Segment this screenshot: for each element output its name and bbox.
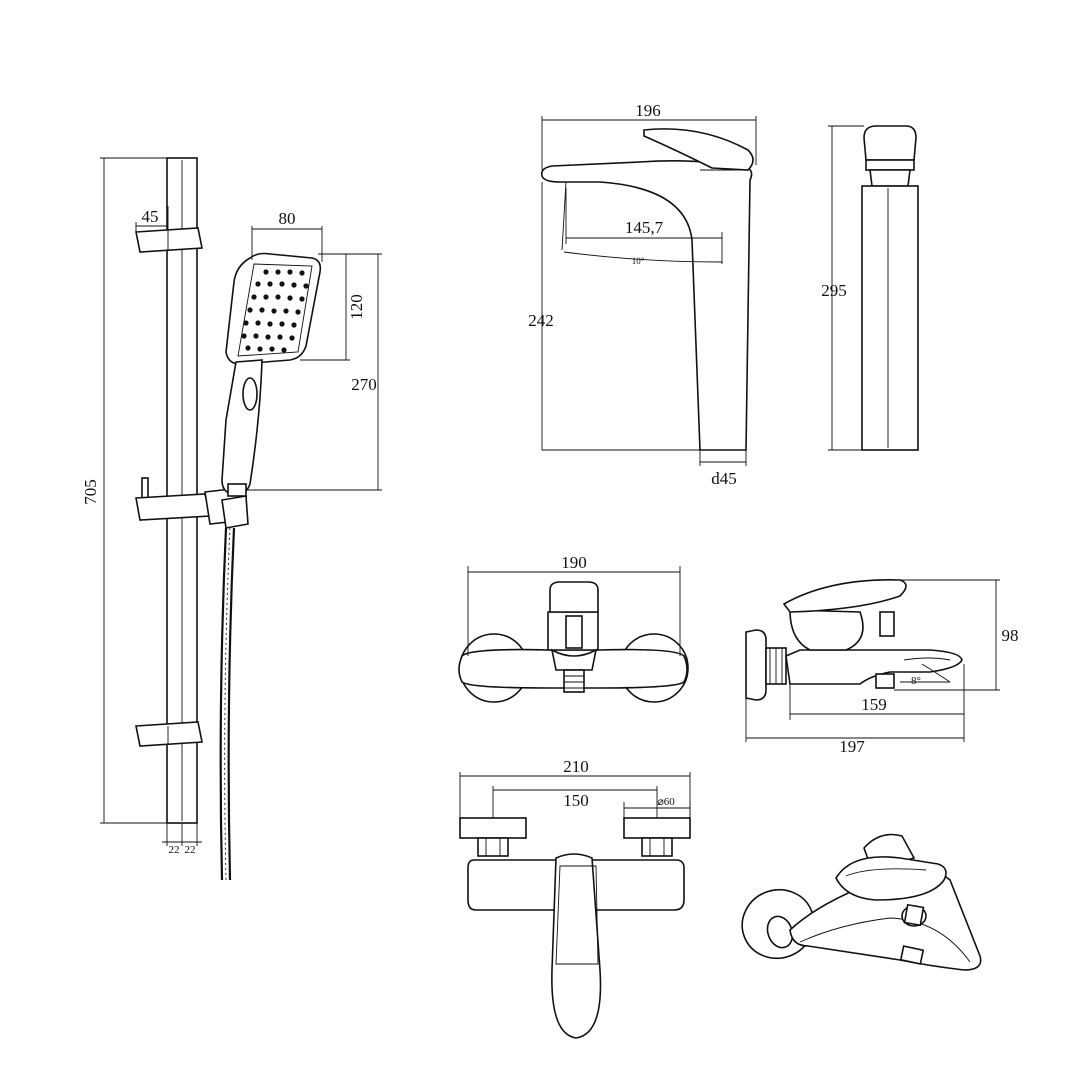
dim-bath-side-depth: 197 xyxy=(839,737,865,756)
dim-rail-width-right: 22 xyxy=(185,844,196,856)
basin-mixer-side: 196 145,7 10° 242 d45 xyxy=(528,101,757,488)
dim-bath-spout-angle: 8° xyxy=(911,675,921,687)
dim-head-width: 80 xyxy=(279,209,296,228)
dim-head-face-height: 120 xyxy=(347,294,366,320)
dim-bath-side-height: 98 xyxy=(1002,626,1019,645)
dim-basin-spout-angle: 10° xyxy=(632,256,645,266)
dim-basin-base-dia: d45 xyxy=(711,469,737,488)
bath-mixer-side: 8° 98 159 197 xyxy=(745,579,1019,756)
dim-basin-height: 242 xyxy=(528,311,554,330)
dim-bath-front-width: 190 xyxy=(561,553,587,572)
top-bracket xyxy=(135,227,203,253)
shower-rail-set: 705 45 22 22 80 120 270 xyxy=(81,157,382,881)
hand-shower xyxy=(221,252,322,497)
bottom-bracket xyxy=(135,721,203,747)
dim-bath-centers: 150 xyxy=(563,791,589,810)
dim-rail-height: 705 xyxy=(81,479,100,505)
dim-bath-side-spout: 159 xyxy=(861,695,887,714)
dim-bath-top-width: 210 xyxy=(563,757,589,776)
dim-handshower-length: 270 xyxy=(351,375,377,394)
spray-nozzles xyxy=(241,269,309,353)
shower-hose xyxy=(219,527,236,881)
bath-mixer-front: 190 xyxy=(458,553,689,703)
basin-mixer-front: 295 xyxy=(821,125,919,451)
dim-bracket-depth: 45 xyxy=(142,207,159,226)
dim-basin-reach: 196 xyxy=(635,101,661,120)
dim-basin-side-height: 295 xyxy=(821,281,847,300)
bath-mixer-isometric xyxy=(741,833,982,971)
dim-rail-width-left: 22 xyxy=(169,844,180,856)
dim-basin-spout-offset: 145,7 xyxy=(625,218,664,237)
bath-mixer-top: 210 150 ⌀60 xyxy=(459,757,691,1039)
dim-bath-flange-dia: ⌀60 xyxy=(657,796,675,808)
